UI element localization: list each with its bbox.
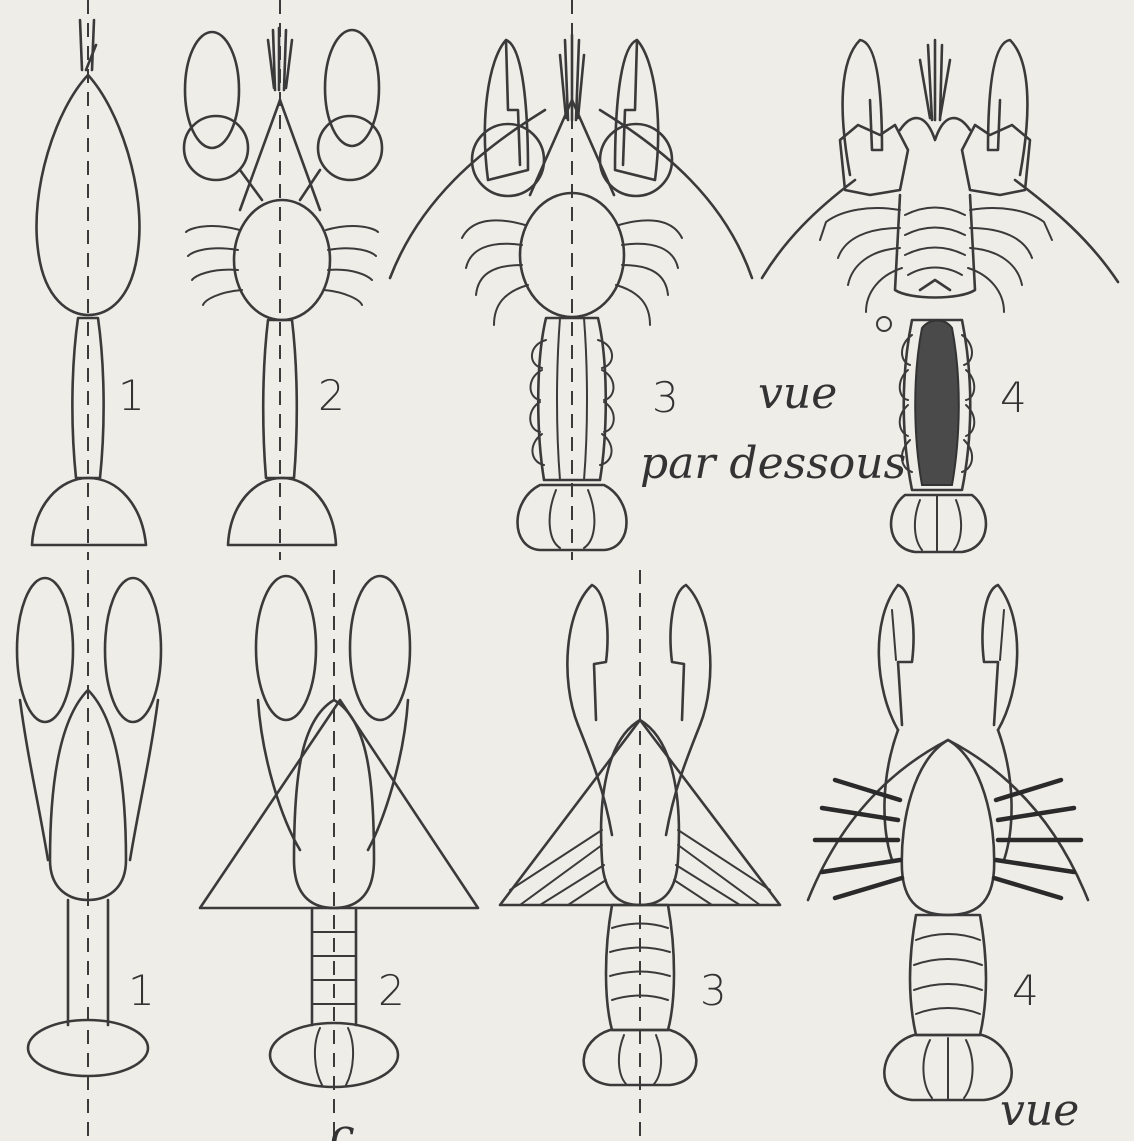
top-label-2: 2 [318,371,345,420]
top-label-3: 3 [652,373,679,422]
caption-vue-bottom: vue [1000,1085,1079,1136]
caption-par-dessous: par dessous [640,438,906,489]
top-figure-2-construction [184,0,382,560]
bottom-label-1: 1 [128,966,155,1015]
top-figure-1-construction [32,0,146,560]
bottom-figure-2-construction [200,570,478,1141]
bottom-figure-3-construction [500,570,780,1141]
bottom-label-2: 2 [378,966,405,1015]
bottom-label-4: 4 [1012,966,1039,1015]
top-label-4: 4 [1000,373,1027,422]
bottom-label-3: 3 [700,966,727,1015]
top-label-1: 1 [118,371,145,420]
caption-vue-top: vue [758,368,837,419]
bottom-figure-1-construction [17,570,161,1141]
bottom-fragment-text: c... [330,1110,397,1141]
bottom-figure-4-construction [808,585,1088,1100]
